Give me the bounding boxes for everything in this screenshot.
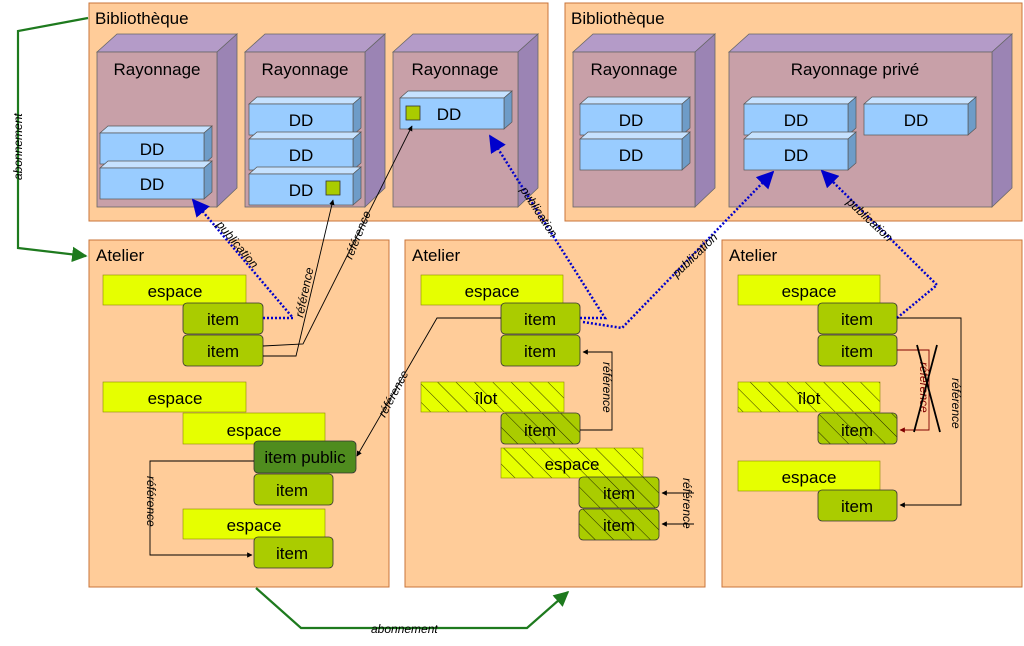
shelf-label: Rayonnage xyxy=(591,60,678,79)
atelier-1: Atelier espace item item espace espace i… xyxy=(88,239,390,588)
item-public-label: item public xyxy=(264,448,346,467)
svg-text:DD: DD xyxy=(784,111,809,130)
cross-out-line xyxy=(916,344,941,433)
reference-arrow xyxy=(263,199,335,357)
item-label: item xyxy=(524,342,556,361)
subscription-label: abonnement xyxy=(11,113,25,180)
dd-block: DD xyxy=(99,160,213,200)
svg-text:DD: DD xyxy=(289,181,314,200)
espace-label: espace xyxy=(227,421,282,440)
espace-label: espace xyxy=(782,468,837,487)
item-label: item xyxy=(603,484,635,503)
reference-arrow xyxy=(149,460,254,558)
shelf-label: Rayonnage privé xyxy=(791,60,920,79)
cross-out-line xyxy=(913,344,938,433)
publication-arrow xyxy=(820,169,939,319)
atelier-1-title: Atelier xyxy=(96,246,145,265)
svg-text:DD: DD xyxy=(140,140,165,159)
svg-text:DD: DD xyxy=(619,146,644,165)
removed-reference-label: référence xyxy=(917,362,931,413)
svg-text:DD: DD xyxy=(289,146,314,165)
espace-label: espace xyxy=(782,282,837,301)
shelf-label: Rayonnage xyxy=(262,60,349,79)
dd-block: DD xyxy=(743,131,857,171)
item-label: item xyxy=(841,497,873,516)
reference-label: référence xyxy=(144,476,158,527)
shelf: Rayonnage xyxy=(391,33,540,208)
atelier-3: Atelier espace item item îlot item espac… xyxy=(721,239,1023,588)
espace-label: espace xyxy=(148,282,203,301)
item-label: item xyxy=(841,421,873,440)
item-label: item xyxy=(841,342,873,361)
dd-block: DD xyxy=(743,96,857,136)
dd-block: DD xyxy=(248,166,362,206)
shelf-label: Rayonnage xyxy=(114,60,201,79)
espace-label: espace xyxy=(545,455,600,474)
item-label: item xyxy=(524,310,556,329)
svg-text:DD: DD xyxy=(289,111,314,130)
reference-label: référence xyxy=(600,362,614,413)
reference-arrow xyxy=(262,125,413,347)
svg-text:DD: DD xyxy=(619,111,644,130)
item-label: item xyxy=(207,342,239,361)
library-1-title: Bibliothèque xyxy=(95,9,189,28)
atelier-2-title: Atelier xyxy=(412,246,461,265)
espace-label: espace xyxy=(465,282,520,301)
reference-label: référence xyxy=(680,478,694,529)
item-label: item xyxy=(603,516,635,535)
item-marker xyxy=(325,180,341,196)
item-label: item xyxy=(524,421,556,440)
espace-label: espace xyxy=(227,516,282,535)
subscription-arrow xyxy=(255,587,570,630)
reference-arrow xyxy=(897,317,962,508)
dd-block: DD xyxy=(248,96,362,136)
item-label: item xyxy=(207,310,239,329)
item-label: item xyxy=(276,481,308,500)
atelier-3-title: Atelier xyxy=(729,246,778,265)
svg-text:DD: DD xyxy=(140,175,165,194)
publication-arrow xyxy=(582,170,775,330)
dd-blocks: DD DD DD DD DD xyxy=(99,90,977,206)
atelier-2: Atelier espace item item îlot item espac… xyxy=(404,239,706,588)
item-label: item xyxy=(841,310,873,329)
dd-block: DD xyxy=(99,125,213,165)
dd-block: DD xyxy=(579,131,691,171)
publication-arrow xyxy=(191,198,296,320)
publication-arrow xyxy=(488,134,608,320)
svg-text:DD: DD xyxy=(784,146,809,165)
library-2-title: Bibliothèque xyxy=(571,9,665,28)
svg-text:DD: DD xyxy=(437,105,462,124)
dd-block: DD xyxy=(579,96,691,136)
subscription-label: abonnement xyxy=(371,622,438,636)
dd-block: DD xyxy=(863,96,977,136)
item-marker xyxy=(405,105,421,121)
ilot-label: îlot xyxy=(797,389,821,408)
dd-block: DD xyxy=(399,90,513,130)
item-label: item xyxy=(276,544,308,563)
subscription-arrow xyxy=(16,16,89,263)
reference-arrow xyxy=(356,317,501,457)
reference-arrow xyxy=(580,349,613,431)
shelf-label: Rayonnage xyxy=(412,60,499,79)
svg-text:DD: DD xyxy=(904,111,929,130)
espace-label: espace xyxy=(148,389,203,408)
ilot-label: îlot xyxy=(474,389,498,408)
dd-block: DD xyxy=(248,131,362,171)
reference-label: référence xyxy=(949,378,963,429)
